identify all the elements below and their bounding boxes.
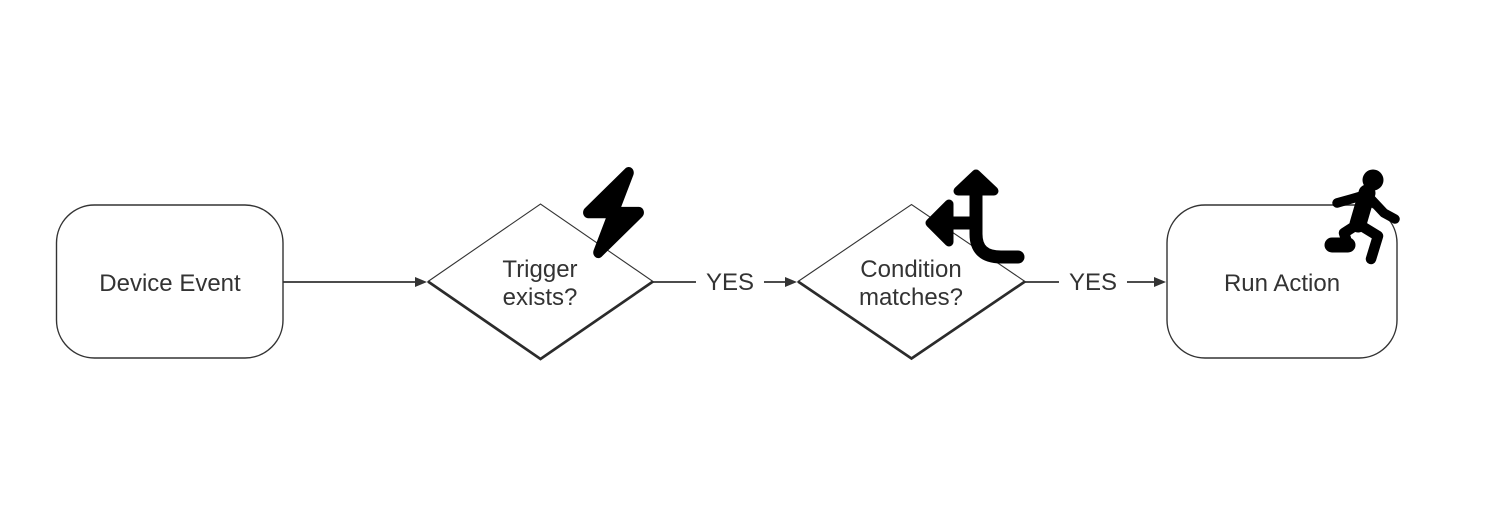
lightning-bolt-icon: [583, 166, 644, 259]
node-label-device-event: Device Event: [99, 269, 241, 297]
device-event-node: [55, 204, 284, 359]
split-arrows-stem: [969, 185, 1025, 264]
arrowhead-icon: [785, 277, 797, 287]
edge-label-yes-1: YES: [695, 268, 765, 298]
up-arrowhead: [953, 169, 999, 196]
trigger-exists-node-bottom-edge: [427, 280, 654, 361]
edge-device-event-to-trigger: [283, 277, 427, 287]
split-arrows-icon: [925, 169, 1025, 264]
person-running-icon: [1324, 169, 1400, 265]
arrowhead-icon: [415, 277, 427, 287]
arrowhead-icon: [1154, 277, 1166, 287]
node-label-trigger-exists: Trigger exists?: [502, 255, 578, 311]
runner-front-arm: [1332, 189, 1373, 208]
condition-matches-node-bottom-edge: [797, 280, 1026, 361]
edge-label-yes-2: YES: [1058, 268, 1128, 298]
node-label-condition-matches: Condition matches?: [858, 255, 964, 311]
runner-back-leg: [1354, 219, 1384, 265]
left-arrowhead: [925, 199, 954, 247]
node-label-run-action: Run Action: [1223, 269, 1341, 297]
runner-front-leg: [1338, 218, 1364, 245]
lightning-bolt-glyph: [583, 166, 644, 259]
runner-back-arm: [1364, 192, 1400, 224]
